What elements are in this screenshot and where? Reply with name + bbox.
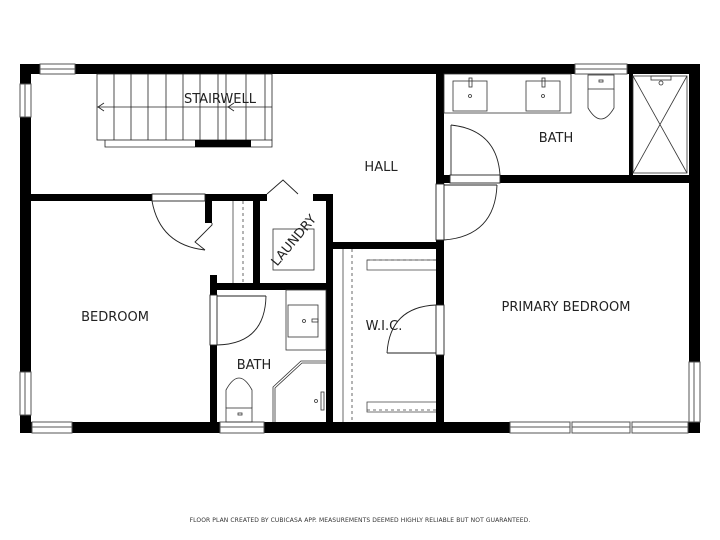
bath-sink bbox=[287, 304, 319, 338]
washer bbox=[272, 228, 315, 271]
vanity bbox=[443, 73, 572, 114]
label-laundry: LAUNDRY bbox=[269, 212, 320, 269]
label-primary-bedroom: PRIMARY BEDROOM bbox=[502, 300, 631, 315]
label-primary-bath: BATH bbox=[539, 131, 574, 146]
exterior-walls bbox=[20, 64, 700, 433]
wic-door[interactable] bbox=[435, 304, 445, 356]
primary-bath-door[interactable] bbox=[449, 174, 501, 184]
doors bbox=[151, 124, 501, 356]
bedroom-door[interactable] bbox=[151, 193, 206, 202]
windows bbox=[19, 63, 701, 434]
toilet-bath bbox=[225, 377, 253, 408]
toilet-primary bbox=[587, 74, 615, 90]
bath-vanity bbox=[285, 289, 327, 351]
staircase bbox=[96, 73, 273, 148]
label-bedroom: BEDROOM bbox=[81, 310, 149, 325]
sink-left bbox=[452, 80, 488, 112]
fixtures bbox=[225, 73, 688, 423]
shelves bbox=[232, 201, 436, 422]
label-hall: HALL bbox=[364, 160, 398, 175]
disclaimer-text: FLOOR PLAN CREATED BY CUBICASA APP. MEAS… bbox=[189, 517, 531, 524]
label-bath: BATH bbox=[237, 358, 272, 373]
laundry-door[interactable] bbox=[266, 179, 299, 195]
interior-walls bbox=[31, 74, 689, 422]
bath-door[interactable] bbox=[209, 294, 218, 346]
label-stairwell: STAIRWELL bbox=[184, 92, 257, 107]
label-wic: W.I.C. bbox=[366, 319, 403, 334]
sink-right bbox=[525, 80, 561, 112]
bath-shower bbox=[272, 360, 326, 422]
room-labels: STAIRWELL HALL BATH LAUNDRY BEDROOM BATH… bbox=[81, 92, 630, 373]
primary-bedroom-door[interactable] bbox=[435, 183, 445, 241]
